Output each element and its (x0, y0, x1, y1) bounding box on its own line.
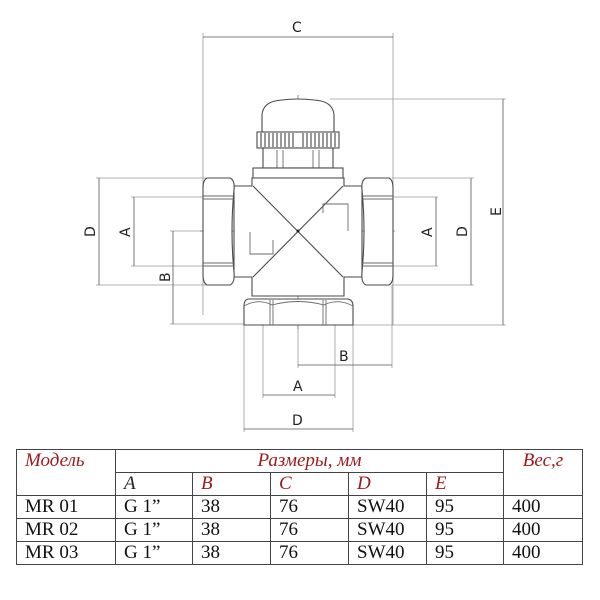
dimension-lines (98, 36, 504, 430)
cell-a: G 1” (115, 541, 193, 565)
label-e: E (489, 207, 505, 216)
header-weight: Вес,г (503, 449, 583, 496)
label-right-d: D (455, 226, 471, 237)
label-left-a: A (118, 227, 134, 237)
header-col-c: C (270, 472, 349, 496)
extension-lines (96, 33, 506, 432)
label-bottom-a: A (293, 379, 303, 395)
stem (262, 147, 334, 169)
cell-model: MR 02 (16, 518, 116, 542)
cell-weight: 400 (503, 495, 583, 519)
label-right-a: A (420, 227, 436, 237)
bottom-nut (243, 298, 354, 326)
cell-weight: 400 (503, 541, 583, 565)
header-col-b: B (192, 472, 271, 496)
label-bottom-d: D (292, 413, 303, 429)
header-model: Модель (16, 449, 116, 496)
bonnet (252, 167, 344, 179)
body-cross (233, 177, 363, 297)
cell-b: 38 (192, 518, 271, 542)
table-row: MR 02 G 1” 38 76 SW40 95 400 (16, 518, 583, 542)
cell-model: MR 01 (16, 495, 116, 519)
cell-weight: 400 (503, 518, 583, 542)
header-row-columns: A B C D E (17, 472, 583, 496)
cell-a: G 1” (115, 495, 193, 519)
cell-b: 38 (192, 541, 271, 565)
cap-dome (261, 98, 335, 133)
cell-c: 76 (270, 541, 349, 565)
table-row: MR 01 G 1” 38 76 SW40 95 400 (16, 495, 583, 519)
cell-e: 95 (426, 541, 504, 565)
specifications-table: Модель Размеры, мм Вес,г A B C D E MR 01… (16, 449, 583, 565)
cell-d: SW40 (348, 495, 427, 519)
label-bottom-b: B (339, 349, 349, 365)
cell-c: 76 (270, 495, 349, 519)
valve-body (202, 98, 394, 326)
cell-b: 38 (192, 495, 271, 519)
cell-d: SW40 (348, 541, 427, 565)
cell-model: MR 03 (16, 541, 116, 565)
cell-a: G 1” (115, 518, 193, 542)
cell-c: 76 (270, 518, 349, 542)
cell-e: 95 (426, 518, 504, 542)
label-left-b: B (158, 272, 174, 282)
table-row: MR 03 G 1” 38 76 SW40 95 400 (16, 541, 583, 565)
cell-e: 95 (426, 495, 504, 519)
header-dimensions: Размеры, мм (115, 449, 504, 473)
cell-d: SW40 (348, 518, 427, 542)
label-c: C (292, 20, 302, 36)
left-nut (202, 177, 235, 286)
header-col-d: D (348, 472, 427, 496)
valve-technical-drawing: C E D A B A D B A D (83, 20, 506, 432)
label-left-d: D (83, 226, 99, 237)
header-col-a: A (115, 472, 193, 496)
header-row-top: Модель Размеры, мм Вес,г (16, 449, 583, 496)
knurl-pattern (260, 133, 336, 147)
right-nut (361, 177, 394, 286)
header-col-e: E (426, 472, 504, 496)
